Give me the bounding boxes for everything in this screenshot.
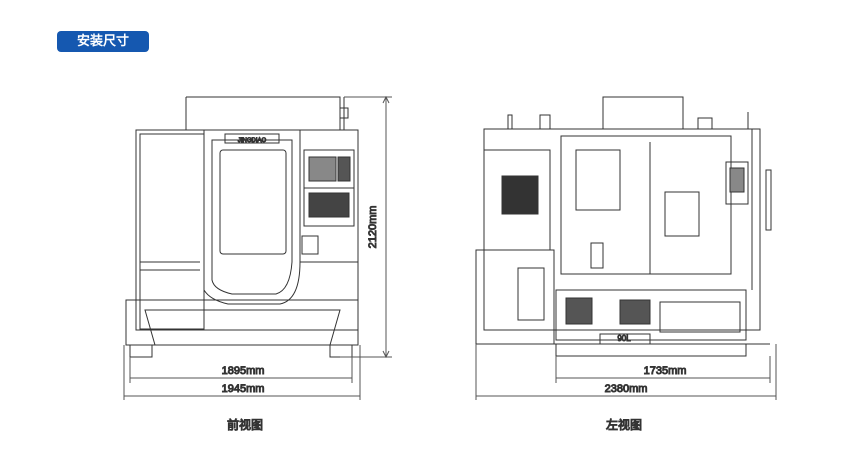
front-height-label: 2120mm	[367, 206, 379, 249]
side-outer-width-label: 2380mm	[605, 383, 648, 395]
front-inner-width-label: 1895mm	[222, 365, 265, 377]
section-title-tag: 安装尺寸	[57, 31, 149, 52]
front-brand-plate: JINGDIAO	[238, 138, 267, 144]
side-dimension-lines	[475, 344, 777, 400]
coolant-tank-label: 90L	[617, 334, 631, 343]
front-dimension-lines	[123, 95, 392, 400]
side-inner-width-label: 1735mm	[644, 365, 687, 377]
side-view-drawing	[475, 96, 772, 357]
side-view-caption: 左视图	[606, 417, 642, 432]
front-outer-width-label: 1945mm	[222, 383, 265, 395]
front-view-drawing	[125, 96, 359, 358]
front-view-caption: 前视图	[227, 417, 263, 432]
